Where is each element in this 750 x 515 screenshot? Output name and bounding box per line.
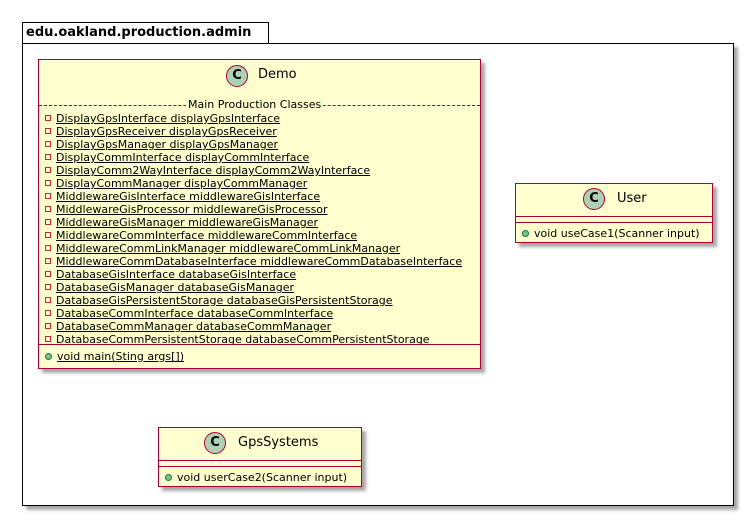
- private-visibility-icon: [45, 206, 51, 212]
- field-text: DatabaseCommPersistentStorage databaseCo…: [56, 333, 430, 346]
- private-visibility-icon: [45, 167, 51, 173]
- field-row: DisplayComm2WayInterface displayComm2Way…: [45, 164, 370, 177]
- field-text: MiddlewareGisInterface middlewareGisInte…: [56, 190, 321, 203]
- field-row: MiddlewareCommLinkManager middlewareComm…: [45, 242, 400, 255]
- public-visibility-icon: [45, 353, 52, 360]
- private-visibility-icon: [45, 154, 51, 160]
- field-text: DisplayGpsManager displayGpsManager: [56, 138, 279, 151]
- package-tab: [22, 22, 269, 44]
- field-text: DatabaseCommManager databaseCommManager: [56, 320, 332, 333]
- class-stereotype-icon: C: [583, 188, 605, 210]
- public-visibility-icon: [522, 230, 529, 237]
- field-text: DisplayComm2WayInterface displayComm2Way…: [56, 164, 371, 177]
- private-visibility-icon: [45, 258, 51, 264]
- private-visibility-icon: [45, 232, 51, 238]
- private-visibility-icon: [45, 219, 51, 225]
- methods-separator: [39, 344, 480, 345]
- method-row: void main(Sting args[]): [45, 350, 184, 363]
- method-row: void userCase2(Scanner input): [165, 471, 347, 484]
- private-visibility-icon: [45, 180, 51, 186]
- private-visibility-icon: [45, 323, 51, 329]
- field-row: DisplayGpsInterface displayGpsInterface: [45, 112, 280, 125]
- field-text: DisplayCommInterface displayCommInterfac…: [56, 151, 310, 164]
- methods-separator: [516, 222, 712, 223]
- field-row: DatabaseGisManager databaseGisManager: [45, 281, 294, 294]
- field-row: MiddlewareCommInterface middlewareCommIn…: [45, 229, 357, 242]
- fields-separator: [159, 460, 361, 461]
- field-text: MiddlewareCommLinkManager middlewareComm…: [56, 242, 401, 255]
- field-row: MiddlewareGisProcessor middlewareGisProc…: [45, 203, 328, 216]
- methods-separator: [159, 466, 361, 467]
- field-text: MiddlewareGisManager middlewareGisManage…: [56, 216, 319, 229]
- private-visibility-icon: [45, 193, 51, 199]
- field-text: DatabaseGisPersistentStorage databaseGis…: [56, 294, 393, 307]
- class-name: GpsSystems: [238, 435, 319, 450]
- private-visibility-icon: [45, 245, 51, 251]
- class-gps-systems[interactable]: C GpsSystems void userCase2(Scanner inpu…: [158, 427, 362, 487]
- class-demo[interactable]: C Demo Main Production Classes DisplayGp…: [38, 59, 481, 369]
- class-user[interactable]: C User void useCase1(Scanner input): [515, 183, 713, 243]
- class-stereotype-icon: C: [204, 432, 226, 454]
- field-row: MiddlewareGisInterface middlewareGisInte…: [45, 190, 320, 203]
- method-text: void userCase2(Scanner input): [177, 471, 348, 484]
- field-row: DatabaseGisInterface databaseGisInterfac…: [45, 268, 296, 281]
- field-row: DatabaseGisPersistentStorage databaseGis…: [45, 294, 393, 307]
- field-text: DatabaseGisManager databaseGisManager: [56, 281, 295, 294]
- field-row: DisplayCommInterface displayCommInterfac…: [45, 151, 309, 164]
- method-text: void useCase1(Scanner input): [534, 227, 700, 240]
- field-row: DatabaseCommInterface databaseCommInterf…: [45, 307, 333, 320]
- private-visibility-icon: [45, 297, 51, 303]
- field-row: DatabaseCommPersistentStorage databaseCo…: [45, 333, 430, 346]
- private-visibility-icon: [45, 141, 51, 147]
- field-text: MiddlewareCommInterface middlewareCommIn…: [56, 229, 358, 242]
- method-text: void main(Sting args[]): [57, 350, 185, 363]
- field-row: MiddlewareGisManager middlewareGisManage…: [45, 216, 318, 229]
- method-row: void useCase1(Scanner input): [522, 227, 700, 240]
- private-visibility-icon: [45, 271, 51, 277]
- field-text: DatabaseCommInterface databaseCommInterf…: [56, 307, 334, 320]
- private-visibility-icon: [45, 310, 51, 316]
- fields-separator: [516, 216, 712, 217]
- field-text: DatabaseGisInterface databaseGisInterfac…: [56, 268, 297, 281]
- field-text: DisplayCommManager displayCommManager: [56, 177, 308, 190]
- field-text: MiddlewareGisProcessor middlewareGisProc…: [56, 203, 328, 216]
- class-stereotype-icon: C: [226, 65, 248, 87]
- field-row: DatabaseCommManager databaseCommManager: [45, 320, 331, 333]
- field-row: DisplayCommManager displayCommManager: [45, 177, 307, 190]
- class-name: User: [617, 191, 647, 206]
- field-text: MiddlewareCommDatabaseInterface middlewa…: [56, 255, 463, 268]
- private-visibility-icon: [45, 284, 51, 290]
- package-name: edu.oakland.production.admin: [26, 25, 252, 40]
- field-row: MiddlewareCommDatabaseInterface middlewa…: [45, 255, 462, 268]
- private-visibility-icon: [45, 336, 51, 342]
- private-visibility-icon: [45, 128, 51, 134]
- field-text: DisplayGpsInterface displayGpsInterface: [56, 112, 281, 125]
- field-row: DisplayGpsReceiver displayGpsReceiver: [45, 125, 277, 138]
- class-name: Demo: [258, 67, 297, 82]
- field-row: DisplayGpsManager displayGpsManager: [45, 138, 278, 151]
- private-visibility-icon: [45, 115, 51, 121]
- public-visibility-icon: [165, 474, 172, 481]
- field-text: DisplayGpsReceiver displayGpsReceiver: [56, 125, 277, 138]
- section-label: Main Production Classes: [186, 98, 324, 111]
